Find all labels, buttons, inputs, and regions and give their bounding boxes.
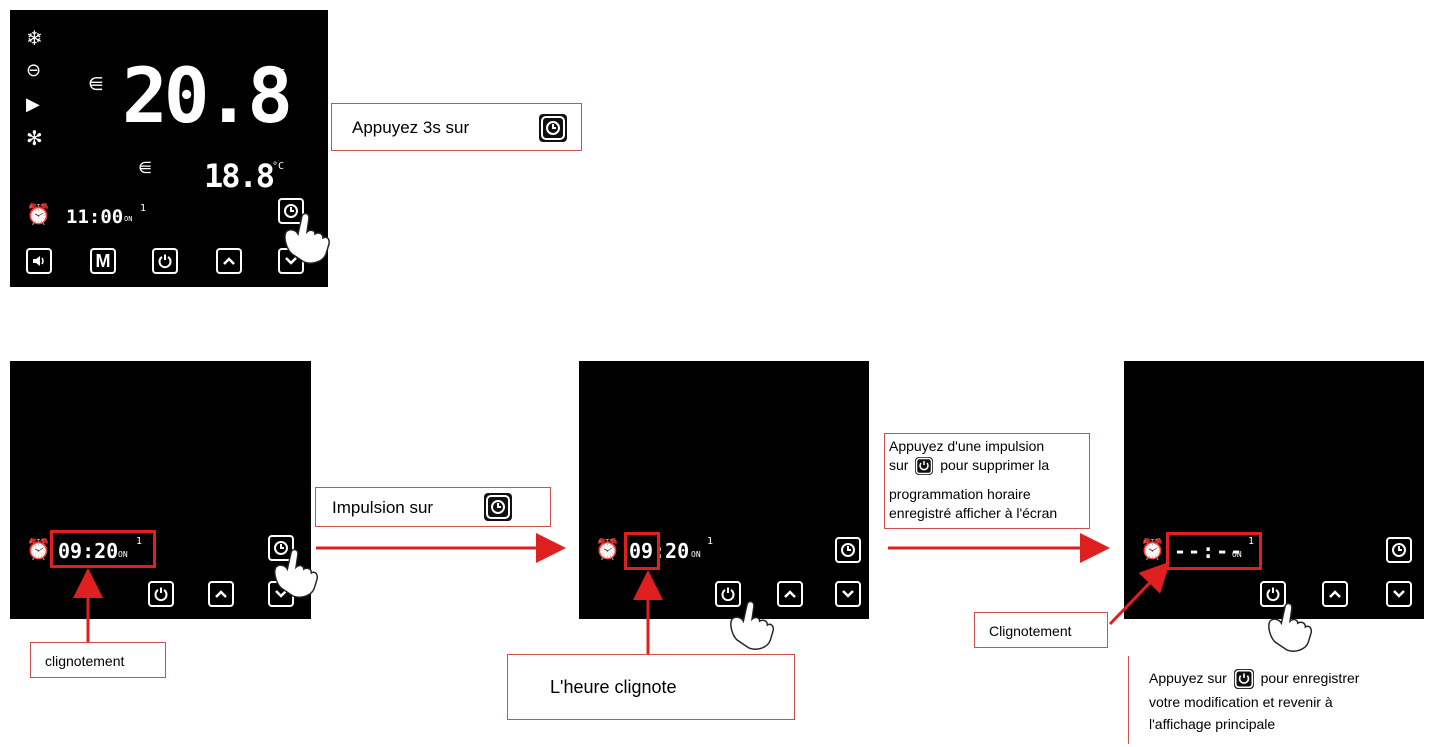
step2-display: ⏰ 09 :20 ON 1 <box>579 361 869 619</box>
impulse-label: Impulsion sur <box>332 498 434 517</box>
step3-display: ⏰ --:-- ON 1 <box>1124 361 1424 619</box>
pointer-arrow-blink-2 <box>1108 561 1171 626</box>
blinking-callout-2: Clignotement <box>974 612 1108 648</box>
setpoint-arrow-icon: ⋹ <box>88 74 104 95</box>
clock-button-icon <box>539 114 567 142</box>
pointing-hand-icon <box>1268 602 1312 652</box>
save-suffix: pour enregistrer <box>1260 670 1360 686</box>
clock-button[interactable] <box>278 198 304 224</box>
blinking-label-1: clignotement <box>45 653 125 669</box>
play-mode-icon: ▶ <box>26 94 40 115</box>
main-thermostat-display: ❄ ⊖ ▶ ✻ ⋹ 20.8 °C ⋹ 18.8 °C ⏰ 11:00 ON 1… <box>10 10 328 287</box>
eco-mode-icon: ⊖ <box>26 60 42 81</box>
step1-suffix: ON <box>118 550 128 559</box>
clock-button-icon <box>484 493 512 521</box>
power-button[interactable] <box>152 248 178 274</box>
save-callout: Appuyez sur pour enregistrer votre modif… <box>1128 656 1428 744</box>
temperature-unit: °C <box>272 67 286 80</box>
delete-line-2-suffix: pour supprimer la <box>940 457 1050 473</box>
step1-display: ⏰ 09:20 ON 1 <box>10 361 311 619</box>
power-button[interactable] <box>1260 581 1286 607</box>
step1-time-highlight <box>50 530 156 568</box>
power-button[interactable] <box>148 581 174 607</box>
pointing-hand-icon <box>284 212 330 264</box>
step2-hour-highlight <box>624 532 660 570</box>
power-button[interactable] <box>715 581 741 607</box>
power-button-icon <box>915 457 934 476</box>
clock-suffix: ON <box>124 215 133 223</box>
step2-minutes: :20 <box>653 539 690 563</box>
up-button[interactable] <box>208 581 234 607</box>
delete-line-4: enregistré afficher à l'écran <box>889 505 1058 521</box>
step3-time: --:-- <box>1174 539 1245 563</box>
clock-time: 11:00 <box>66 206 124 228</box>
blinking-label-2: Clignotement <box>989 623 1072 639</box>
snowflake-icon: ❄ <box>26 26 43 50</box>
step2-hour: 09 <box>629 539 654 563</box>
down-button[interactable] <box>835 581 861 607</box>
press-3s-callout: Appuyez 3s sur <box>331 103 582 151</box>
alarm-clock-icon: ⏰ <box>26 202 51 226</box>
mode-button[interactable]: M <box>90 248 116 274</box>
program-index: 1 <box>140 203 147 214</box>
speaker-button[interactable] <box>26 248 52 274</box>
step3-time-highlight <box>1166 532 1262 570</box>
room-temperature: 20.8 <box>122 51 293 140</box>
hour-blinks-label: L'heure clignote <box>550 677 677 697</box>
impulse-callout: Impulsion sur <box>315 487 551 527</box>
step3-index: 1 <box>1248 536 1255 547</box>
hour-blinks-callout: L'heure clignote <box>507 654 795 720</box>
step2-suffix: ON <box>691 550 701 559</box>
alarm-clock-icon: ⏰ <box>26 537 51 561</box>
delete-line-2: sur pour supprimer la <box>889 456 1050 476</box>
alarm-clock-icon: ⏰ <box>595 537 620 561</box>
down-button[interactable] <box>1386 581 1412 607</box>
step2-index: 1 <box>707 536 714 547</box>
up-button[interactable] <box>1322 581 1348 607</box>
pointing-hand-icon <box>274 548 318 598</box>
save-line-3: l'affichage principale <box>1149 716 1276 732</box>
step3-suffix: ON <box>1232 550 1242 559</box>
clock-button[interactable] <box>268 535 294 561</box>
delete-line-1: Appuyez d'une impulsion <box>889 438 1045 454</box>
save-line-2: votre modification et revenir à <box>1149 694 1333 710</box>
floor-arrow-icon: ⋹ <box>138 158 152 177</box>
up-button[interactable] <box>777 581 803 607</box>
blinking-callout-1: clignotement <box>30 642 166 678</box>
delete-callout: Appuyez d'une impulsion sur pour supprim… <box>884 433 1090 529</box>
save-prefix: Appuyez sur <box>1149 670 1227 686</box>
clock-button[interactable] <box>1386 537 1412 563</box>
step1-time: 09:20 <box>58 539 119 563</box>
clock-button[interactable] <box>835 537 861 563</box>
secondary-temperature: 18.8 <box>204 157 275 195</box>
power-button-icon <box>1233 669 1254 690</box>
secondary-unit: °C <box>272 161 285 172</box>
frost-icon: ✻ <box>26 126 43 150</box>
pointing-hand-icon <box>730 600 774 650</box>
delete-line-2-prefix: sur <box>889 457 909 473</box>
mode-button-label: M <box>95 250 111 271</box>
alarm-clock-icon: ⏰ <box>1140 537 1165 561</box>
delete-line-3: programmation horaire <box>889 486 1031 502</box>
press-3s-label: Appuyez 3s sur <box>352 118 470 137</box>
step1-index: 1 <box>136 536 143 547</box>
up-button[interactable] <box>216 248 242 274</box>
save-line-1: Appuyez sur pour enregistrer <box>1149 668 1360 690</box>
